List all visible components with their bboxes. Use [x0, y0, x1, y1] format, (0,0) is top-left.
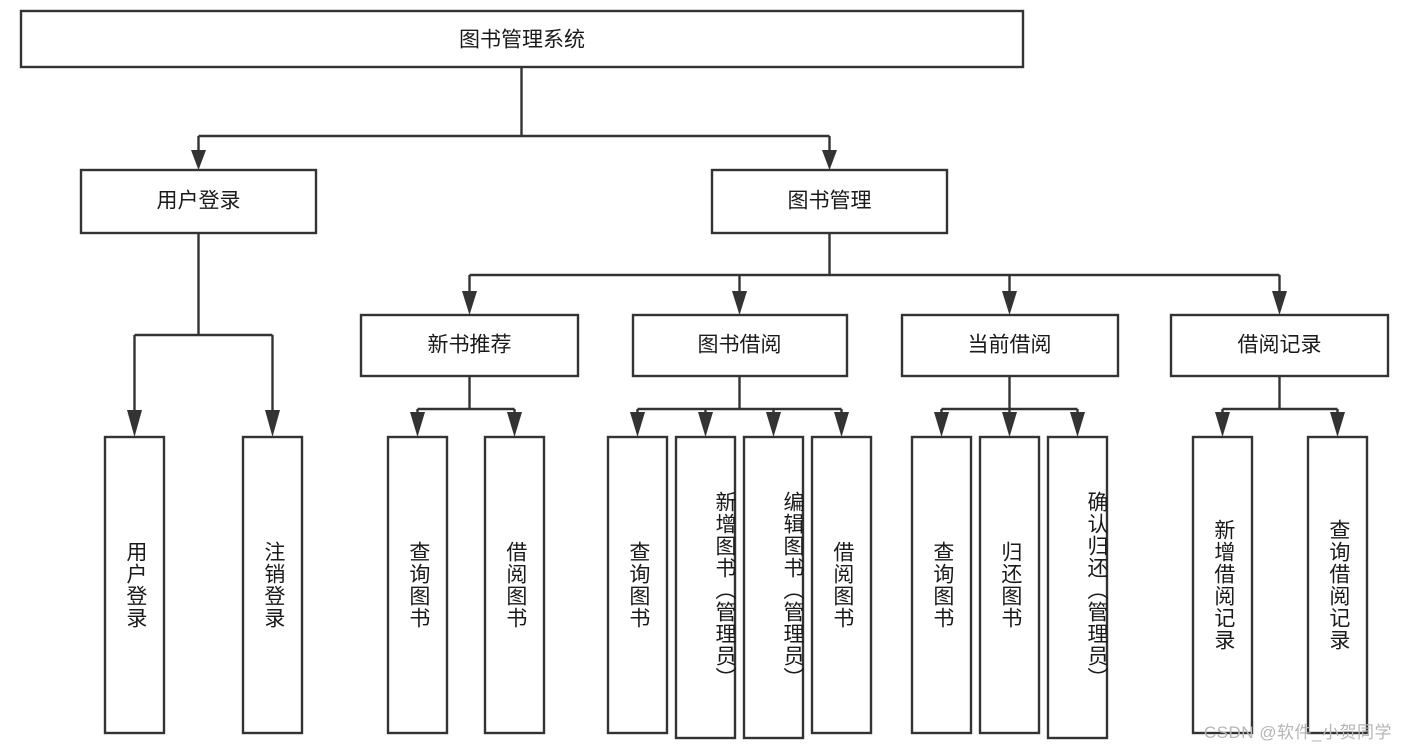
connector-group-book-management — [462, 233, 1287, 315]
connector-group-new-book-recommend — [410, 376, 522, 437]
arrowhead-leaf-edit-book-admin — [766, 412, 781, 437]
arrowhead-leaf-return-book — [1002, 412, 1017, 437]
connector-group-book-borrow — [630, 376, 849, 437]
leaf-box-add-borrow-record[interactable] — [1191, 435, 1254, 735]
arrowhead-leaf-user-login — [127, 410, 142, 437]
leaf-box-logout-login[interactable] — [241, 435, 304, 735]
arrowhead-leaf-add-book-admin — [698, 412, 713, 437]
node-book-management-box[interactable] — [710, 168, 949, 235]
arrowhead-new-book-recommend — [462, 291, 477, 315]
node-borrow-record-label: 借阅记录 — [1238, 334, 1322, 357]
leaf-box-add-book-admin[interactable] — [674, 435, 737, 740]
node-book-management[interactable]: 图书管理 — [710, 168, 949, 235]
leaf-box-query-borrow-record[interactable] — [1306, 435, 1369, 735]
node-root[interactable]: 图书管理系统 — [19, 9, 1025, 69]
arrowhead-leaf-add-borrow-record — [1215, 412, 1230, 437]
arrowhead-leaf-logout-login — [265, 410, 280, 437]
leaf-box-confirm-return-admin[interactable] — [1046, 435, 1109, 740]
arrowhead-leaf-borrow-book-2 — [834, 412, 849, 437]
node-borrow-record[interactable]: 借阅记录 — [1169, 313, 1390, 378]
arrowhead-current-borrow — [1002, 291, 1017, 315]
node-user-login[interactable]: 用户登录 — [79, 168, 318, 235]
node-user-login-box[interactable] — [79, 168, 318, 235]
node-book-borrow[interactable]: 图书借阅 — [631, 313, 849, 378]
node-root-box[interactable] — [19, 9, 1025, 69]
leaf-box-query-book-1[interactable] — [386, 435, 449, 735]
connector-group-root — [191, 67, 837, 170]
arrowhead-leaf-query-book-3 — [934, 412, 949, 437]
leaf-box-borrow-book-1[interactable] — [483, 435, 546, 735]
node-book-management-label: 图书管理 — [788, 190, 872, 213]
node-current-borrow-label: 当前借阅 — [968, 334, 1052, 357]
connector-group-user-login — [127, 233, 280, 437]
arrowhead-book-borrow — [732, 291, 747, 315]
connector-group-current-borrow — [934, 376, 1085, 437]
leaf-boxes-group — [103, 435, 1369, 740]
arrowhead-leaf-query-book-2 — [630, 412, 645, 437]
node-new-book-recommend[interactable]: 新书推荐 — [359, 313, 580, 378]
node-new-book-recommend-box[interactable] — [359, 313, 580, 378]
leaf-box-edit-book-admin[interactable] — [742, 435, 805, 740]
node-user-login-label: 用户登录 — [157, 190, 241, 213]
arrowhead-leaf-query-borrow-record — [1330, 412, 1345, 437]
arrowhead-book-management — [822, 150, 837, 170]
node-book-borrow-label: 图书借阅 — [698, 334, 782, 357]
leaf-box-user-login[interactable] — [103, 435, 166, 735]
node-current-borrow-box[interactable] — [900, 313, 1120, 378]
arrowhead-leaf-confirm-return-admin — [1070, 412, 1085, 437]
node-root-label: 图书管理系统 — [459, 29, 585, 52]
csdn-watermark: CSDN @软件_小贺同学 — [1203, 723, 1392, 742]
arrowhead-borrow-record — [1272, 291, 1287, 315]
leaf-box-return-book[interactable] — [978, 435, 1041, 735]
connector-group-borrow-record — [1215, 376, 1345, 437]
leaf-box-query-book-2[interactable] — [606, 435, 669, 735]
leaf-box-borrow-book-2[interactable] — [810, 435, 873, 735]
arrowhead-leaf-query-book-1 — [410, 412, 425, 437]
arrowhead-leaf-borrow-book-1 — [507, 412, 522, 437]
arrowhead-user-login — [191, 150, 206, 170]
node-book-borrow-box[interactable] — [631, 313, 849, 378]
node-new-book-recommend-label: 新书推荐 — [428, 334, 512, 357]
leaf-box-query-book-3[interactable] — [910, 435, 973, 735]
node-current-borrow[interactable]: 当前借阅 — [900, 313, 1120, 378]
node-borrow-record-box[interactable] — [1169, 313, 1390, 378]
